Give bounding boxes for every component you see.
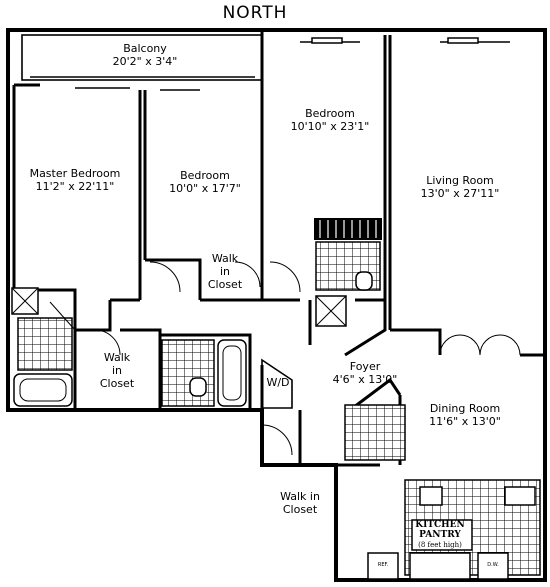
closet-label: Walk in Closet [92,351,142,390]
closet-label: Walk in Closet [202,252,248,291]
room-label-dining-room: Dining Room 11'6" x 13'0" [410,402,520,428]
room-label-foyer: Foyer 4'6" x 13'0" [320,360,410,386]
room-name: Balcony [123,42,167,55]
closet-line: Closet [207,278,243,291]
room-name: Bedroom [305,107,355,120]
shower-x [11,287,39,315]
closet-line: Walk in [280,490,320,503]
room-dims: 10'0" x 17'7" [169,182,241,195]
room-name: Living Room [426,174,494,187]
dishwasher [477,552,509,580]
master-tub [13,373,73,407]
washer-dryer-enclosure [261,358,293,409]
closet-line: in [219,265,231,278]
laundry-label: W/D [266,376,290,389]
kitchen-floor [344,404,406,461]
room-label-bedroom-2: Bedroom 10'10" x 23'1" [280,107,380,133]
door-swings [49,261,521,456]
shower-x [315,295,347,327]
room-dims: 11'2" x 22'11" [35,180,115,193]
compass-label: NORTH [222,3,288,23]
closet-line: Closet [99,377,135,390]
closet-line: in [111,364,123,377]
room-name: Dining Room [429,402,501,415]
refrigerator-label: REF. [377,562,389,568]
kitchen-island [411,519,473,551]
interior-walls [12,30,545,467]
dishwasher-label: D.W. [487,562,499,568]
room-name: Master Bedroom [29,167,121,180]
kitchen-line: PANTRY [419,530,461,540]
room-dims: 10'10" x 23'1" [290,120,370,133]
room-dims: 11'6" x 13'0" [429,415,501,428]
refrigerator [367,552,399,580]
stove [504,486,536,506]
toilet [189,377,207,397]
room-dims: 13'0" x 27'11" [420,187,500,200]
kitchen-label: KITCHEN PANTRY (8 feet high) [402,520,478,550]
closet-line: Walk [103,351,131,364]
kitchen-line: (8 feet high) [418,541,462,549]
toilet [355,271,373,291]
tub-inner [222,345,242,401]
sink [419,486,443,506]
master-bath-floor [17,317,73,371]
room-label-master-bedroom: Master Bedroom 11'2" x 22'11" [20,167,130,193]
hall-bath-floor [161,339,215,407]
window [311,37,343,44]
room-name: Foyer [349,360,381,373]
room-dims: 4'6" x 13'0" [332,373,398,386]
room-label-living-room: Living Room 13'0" x 27'11" [405,174,515,200]
room-name: Bedroom [180,169,230,182]
kitchen-line: KITCHEN [415,520,465,530]
closet-label: Walk in Closet [270,490,330,516]
closet-line: Closet [282,503,318,516]
closet-shelf-lines [319,220,377,238]
window [447,37,479,44]
closet-shelf [314,218,382,240]
room-label-balcony: Balcony 20'2" x 3'4" [95,42,195,68]
pantry [409,552,471,580]
room-label-bedroom: Bedroom 10'0" x 17'7" [155,169,255,195]
room-dims: 20'2" x 3'4" [112,55,178,68]
tub-inner [19,378,67,402]
hall-tub [217,339,247,407]
closet-line: Walk [211,252,239,265]
